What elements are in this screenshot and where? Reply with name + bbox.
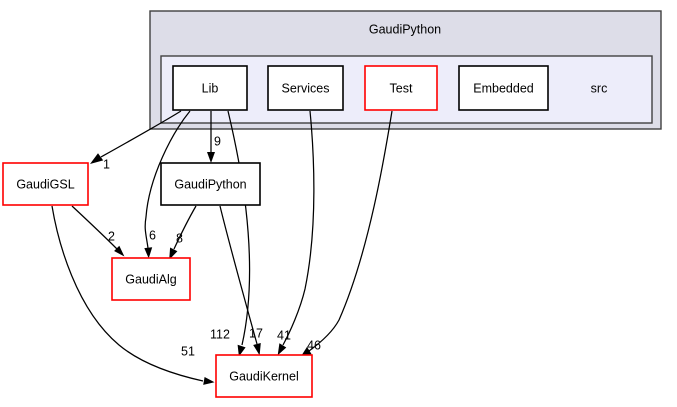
edge-lib-to-gaudikernel-arrowhead: [237, 344, 246, 357]
edge-test-to-gaudikernel-path: [308, 110, 393, 352]
edge-lib-to-gaudikernel-path: [227, 110, 251, 346]
edge-lib-to-gaudipython-arrowhead: [207, 152, 215, 163]
edge-lib-to-gaudipython: 9: [207, 111, 221, 163]
edge-lib-to-gaudialg-path: [144, 110, 191, 249]
edge-gaudipython-to-gaudialg-path: [173, 205, 197, 250]
node-gaudigsl-rect[interactable]: [2, 162, 89, 206]
edge-gaudipython-to-gaudialg-label: 8: [176, 231, 183, 245]
edge-lib-to-gaudikernel-label: 112: [210, 327, 230, 341]
edge-gaudipython-to-gaudialg: 8: [169, 205, 197, 260]
edge-lib-to-gaudigsl: 1: [90, 110, 182, 171]
node-gaudikernel[interactable]: GaudiKernel: [215, 354, 313, 398]
node-gaudikernel-label: GaudiKernel: [229, 369, 299, 383]
cluster-src-label: src: [591, 81, 608, 95]
node-lib[interactable]: Lib: [172, 65, 248, 111]
edge-gaudigsl-to-gaudikernel: 51: [51, 205, 215, 385]
node-services-rect[interactable]: [267, 65, 344, 111]
node-gaudialg-label: GaudiAlg: [125, 272, 176, 286]
edge-lib-to-gaudialg-arrowhead: [144, 247, 153, 259]
edge-lib-to-gaudigsl-label: 1: [103, 157, 110, 171]
edge-services-to-gaudikernel-arrowhead: [277, 343, 287, 356]
edge-lib-to-gaudialg-label: 6: [149, 228, 156, 242]
node-gaudigsl[interactable]: GaudiGSL: [2, 162, 89, 206]
node-gaudialg-rect[interactable]: [111, 257, 191, 301]
node-gaudipython-label: GaudiPython: [174, 177, 246, 191]
edge-services-to-gaudikernel-label: 41: [277, 328, 291, 342]
edge-gaudipython-to-gaudikernel-label: 17: [249, 326, 263, 340]
edge-gaudipython-to-gaudikernel: 17: [219, 205, 263, 356]
edge-lib-to-gaudigsl-path: [100, 110, 182, 158]
node-test-label: Test: [390, 81, 413, 95]
edge-services-to-gaudikernel-path: [282, 110, 315, 346]
edge-test-to-gaudikernel: 46: [300, 110, 393, 358]
node-test[interactable]: Test: [364, 65, 438, 111]
edge-gaudigsl-to-gaudialg-arrowhead: [114, 245, 125, 257]
edge-lib-to-gaudipython-label: 9: [214, 134, 221, 148]
node-lib-label: Lib: [202, 81, 219, 95]
edge-gaudipython-to-gaudialg-arrowhead: [169, 247, 178, 260]
edge-lib-to-gaudialg: 6: [144, 110, 191, 259]
edge-gaudigsl-to-gaudialg: 2: [71, 205, 125, 257]
edge-services-to-gaudikernel: 41: [277, 110, 315, 356]
edge-gaudigsl-to-gaudikernel-label: 51: [181, 344, 195, 358]
edge-test-to-gaudikernel-label: 46: [307, 338, 321, 352]
edge-gaudigsl-to-gaudikernel-arrowhead: [203, 377, 215, 385]
node-services[interactable]: Services: [267, 65, 344, 111]
node-test-rect[interactable]: [364, 65, 438, 111]
edge-gaudigsl-to-gaudialg-path: [71, 205, 118, 250]
edge-gaudipython-to-gaudikernel-arrowhead: [253, 343, 261, 356]
edge-gaudigsl-to-gaudikernel-path: [51, 205, 204, 382]
node-gaudipython[interactable]: GaudiPython: [160, 162, 261, 206]
edge-lib-to-gaudigsl-arrowhead: [90, 153, 104, 164]
cluster-gaudipython-label: GaudiPython: [369, 22, 441, 36]
node-embedded-rect[interactable]: [458, 65, 549, 111]
node-embedded-label: Embedded: [473, 81, 534, 95]
edge-gaudigsl-to-gaudialg-label: 2: [108, 229, 115, 243]
node-services-label: Services: [282, 81, 330, 95]
node-gaudialg[interactable]: GaudiAlg: [111, 257, 191, 301]
node-lib-rect[interactable]: [172, 65, 248, 111]
edge-gaudipython-to-gaudikernel-path: [219, 205, 258, 345]
node-gaudigsl-label: GaudiGSL: [16, 177, 74, 191]
node-embedded[interactable]: Embedded: [458, 65, 549, 111]
node-gaudikernel-rect[interactable]: [215, 354, 313, 398]
node-gaudipython-rect[interactable]: [160, 162, 261, 206]
